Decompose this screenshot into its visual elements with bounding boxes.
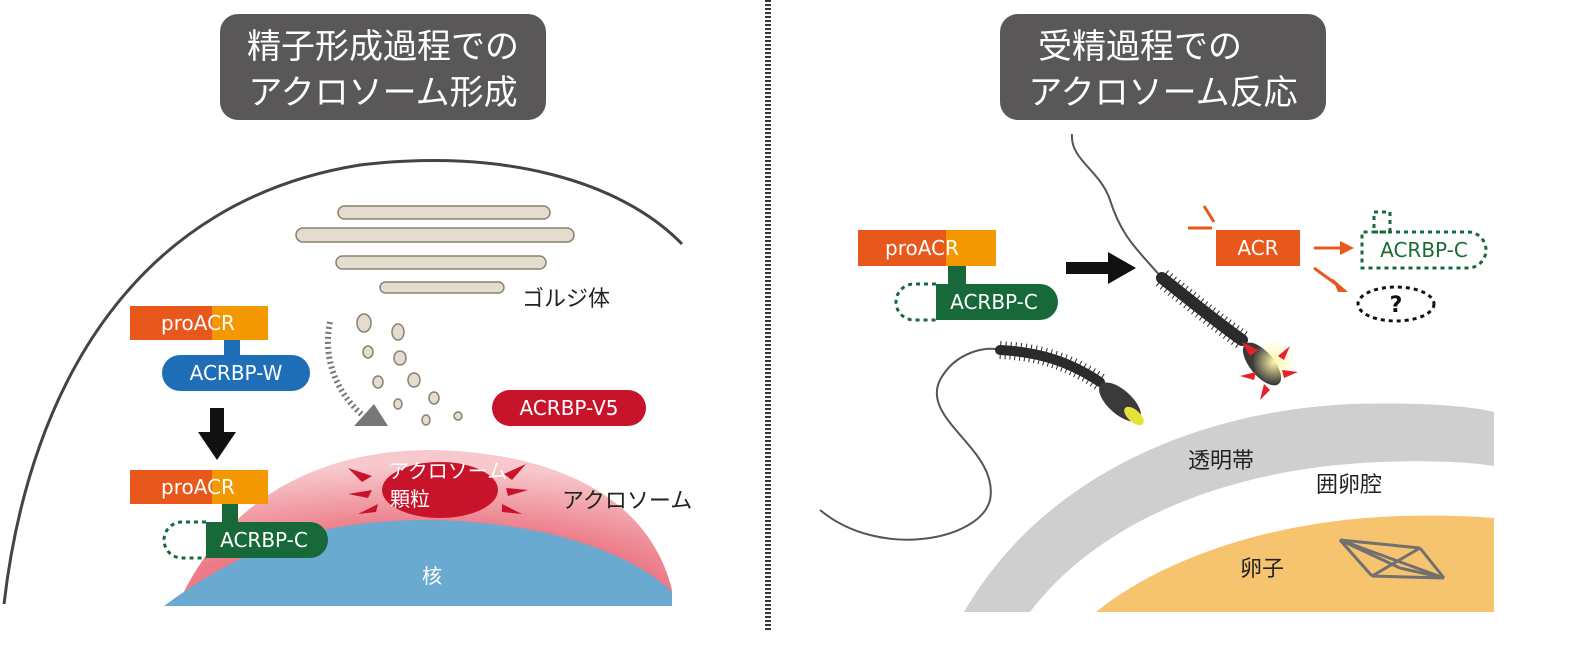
acrbp-w-pill xyxy=(162,355,310,391)
right-title-line1: 受精過程での xyxy=(1038,27,1242,67)
left-title-box xyxy=(220,14,546,120)
meiotic-spindle xyxy=(1338,538,1446,580)
release-marker xyxy=(1188,205,1216,230)
golgi-vesicles xyxy=(356,313,463,426)
left-title-line1: 精子形成過程での xyxy=(247,27,519,67)
acrosome-granule xyxy=(382,462,498,518)
reaction-arrowhead xyxy=(1108,252,1136,284)
sperm-flagellum-top xyxy=(1070,133,1163,279)
acr-box xyxy=(1216,230,1300,266)
reaction-arrow-shaft xyxy=(1066,262,1112,274)
processing-arrowhead xyxy=(198,432,236,460)
processing-arrow-shaft xyxy=(210,408,224,436)
right-title-box xyxy=(1000,14,1326,120)
cell-membrane xyxy=(2,159,684,605)
acrbp-c-pill-right xyxy=(936,284,1058,320)
sperm-flagellum-bottom xyxy=(819,347,1001,541)
granule-label-line2: 顆粒 xyxy=(390,487,430,511)
product-arrows xyxy=(1313,241,1354,292)
acrbp-v5-pill xyxy=(492,390,646,426)
acrbp-c-right-label: ACRBP-C xyxy=(950,290,1038,314)
granule-burst-marks xyxy=(348,464,528,514)
acrbp-w-label: ACRBP-W xyxy=(190,361,283,385)
golgi-label: ゴルジ体 xyxy=(522,287,610,312)
acrosome-label: アクロソーム xyxy=(562,489,692,514)
proacr-acrbpw-complex: proACR ACRBP-W xyxy=(130,306,310,391)
proacr-bottom-label: proACR xyxy=(161,475,235,499)
acrbp-c-cleaved-part-right xyxy=(894,282,936,322)
acrosome-reaction-burst xyxy=(1240,342,1298,400)
acrbp-c-released xyxy=(1360,230,1488,270)
acrbp-c-label-left: ACRBP-C xyxy=(220,528,308,552)
right-panel: 受精過程での アクロソーム反応 透明帯 囲卵腔 卵子 proACR xyxy=(819,14,1494,612)
unknown-label: ? xyxy=(1390,293,1403,318)
acrbp-c-released-label: ACRBP-C xyxy=(1380,238,1468,262)
granule-label-line1: アクロソーム xyxy=(389,459,507,483)
egg xyxy=(1096,515,1494,612)
golgi-apparatus xyxy=(295,205,575,294)
right-title-line2: アクロソーム反応 xyxy=(1028,73,1297,113)
zona-label: 透明帯 xyxy=(1188,449,1254,474)
egg-label: 卵子 xyxy=(1240,557,1284,582)
left-panel: 精子形成過程での アクロソーム形成 核 アクロソーム 顆粒 アクロソーム xyxy=(2,14,692,606)
proacr-acrbpc-complex: proACR ACRBP-C xyxy=(130,470,328,560)
proacr-acrbpc-complex-right: proACR ACRBP-C xyxy=(858,230,1058,322)
perivitelline-label: 囲卵腔 xyxy=(1316,473,1382,498)
acrbp-v5-label: ACRBP-V5 xyxy=(520,396,619,420)
acrbp-c-released-tab xyxy=(1372,210,1392,234)
vesicle-transport-arrowhead xyxy=(354,404,388,426)
sperm-midpiece-bottom-hairs xyxy=(999,341,1105,390)
nucleus-label: 核 xyxy=(422,564,442,588)
acr-label: ACR xyxy=(1237,236,1278,260)
proacr-right-label: proACR xyxy=(885,236,959,260)
left-title-line2: アクロソーム形成 xyxy=(248,73,517,113)
sperm-midpiece-top-hairs xyxy=(1155,270,1248,349)
vesicle-transport-arrow xyxy=(324,321,368,421)
proacr-top-label: proACR xyxy=(161,311,235,335)
sperm-acrosome-cap-bottom xyxy=(1124,406,1144,426)
unknown-product xyxy=(1356,285,1436,323)
acrbp-c-cleaved-part xyxy=(162,520,206,560)
acrbp-c-pill xyxy=(206,522,328,558)
